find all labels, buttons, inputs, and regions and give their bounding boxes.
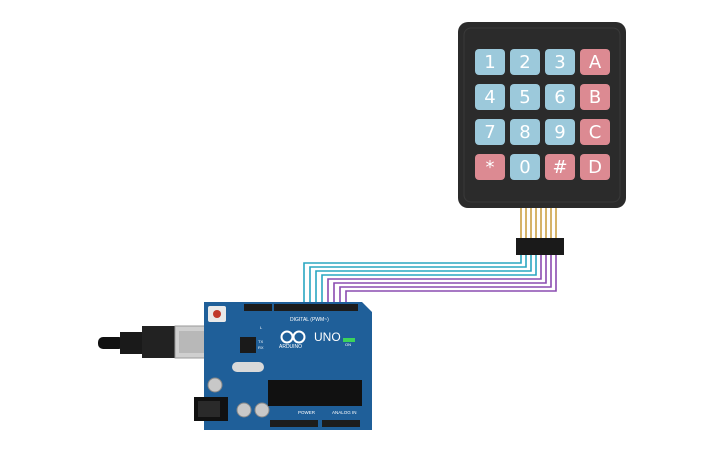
wire-5[interactable] [327,255,542,308]
keypad-ribbon [520,207,557,240]
power-label: POWER [298,410,316,415]
reset-button-cap[interactable] [213,310,221,318]
key-4[interactable]: 4 [475,84,505,110]
header-power[interactable] [270,420,318,427]
key-b[interactable]: B [580,84,610,110]
header-top-left [244,304,272,311]
header-analog[interactable] [322,420,360,427]
analog-label: ANALOG IN [332,410,357,415]
key-7[interactable]: 7 [475,119,505,145]
usb-plug [142,326,178,358]
capacitor-3 [254,402,270,418]
led-l-label: L [260,325,263,330]
key-2[interactable]: 2 [510,49,540,75]
usb-chip [240,337,256,353]
on-led [343,338,355,342]
key-d[interactable]: D [580,154,610,180]
capacitor-1 [207,377,223,393]
power-jack-inner [198,401,220,417]
on-label: ON [345,342,351,347]
digital-label: DIGITAL (PWM~) [290,317,329,323]
key-star[interactable]: * [475,154,505,180]
arduino-brand: ARDUINO [279,344,303,350]
wire-8[interactable] [345,255,557,308]
header-digital[interactable] [274,304,358,311]
key-a[interactable]: A [580,49,610,75]
key-c[interactable]: C [580,119,610,145]
key-6[interactable]: 6 [545,84,575,110]
led-rx-label: RX [258,345,264,350]
capacitor-2 [236,402,252,418]
wire-4[interactable] [321,255,537,308]
wire-bundle[interactable] [303,255,557,308]
key-9[interactable]: 9 [545,119,575,145]
crystal [232,362,264,372]
wire-7[interactable] [339,255,552,308]
arduino-logo [280,330,306,344]
usb-cable-boot [120,332,145,354]
arduino-model: UNO [314,330,341,344]
key-8[interactable]: 8 [510,119,540,145]
key-3[interactable]: 3 [545,49,575,75]
key-0[interactable]: 0 [510,154,540,180]
atmega-chip [268,380,362,406]
arduino-board[interactable] [194,302,372,430]
led-tx-label: TX [258,339,264,344]
key-5[interactable]: 5 [510,84,540,110]
wire-2[interactable] [309,255,527,308]
wire-3[interactable] [315,255,532,308]
usb-cable-end [98,337,124,349]
key-hash[interactable]: # [545,154,575,180]
keypad-bezel [463,27,621,203]
keypad-header-connector[interactable] [516,238,564,255]
wire-1[interactable] [303,255,522,308]
wire-6[interactable] [333,255,547,308]
key-1[interactable]: 1 [475,49,505,75]
